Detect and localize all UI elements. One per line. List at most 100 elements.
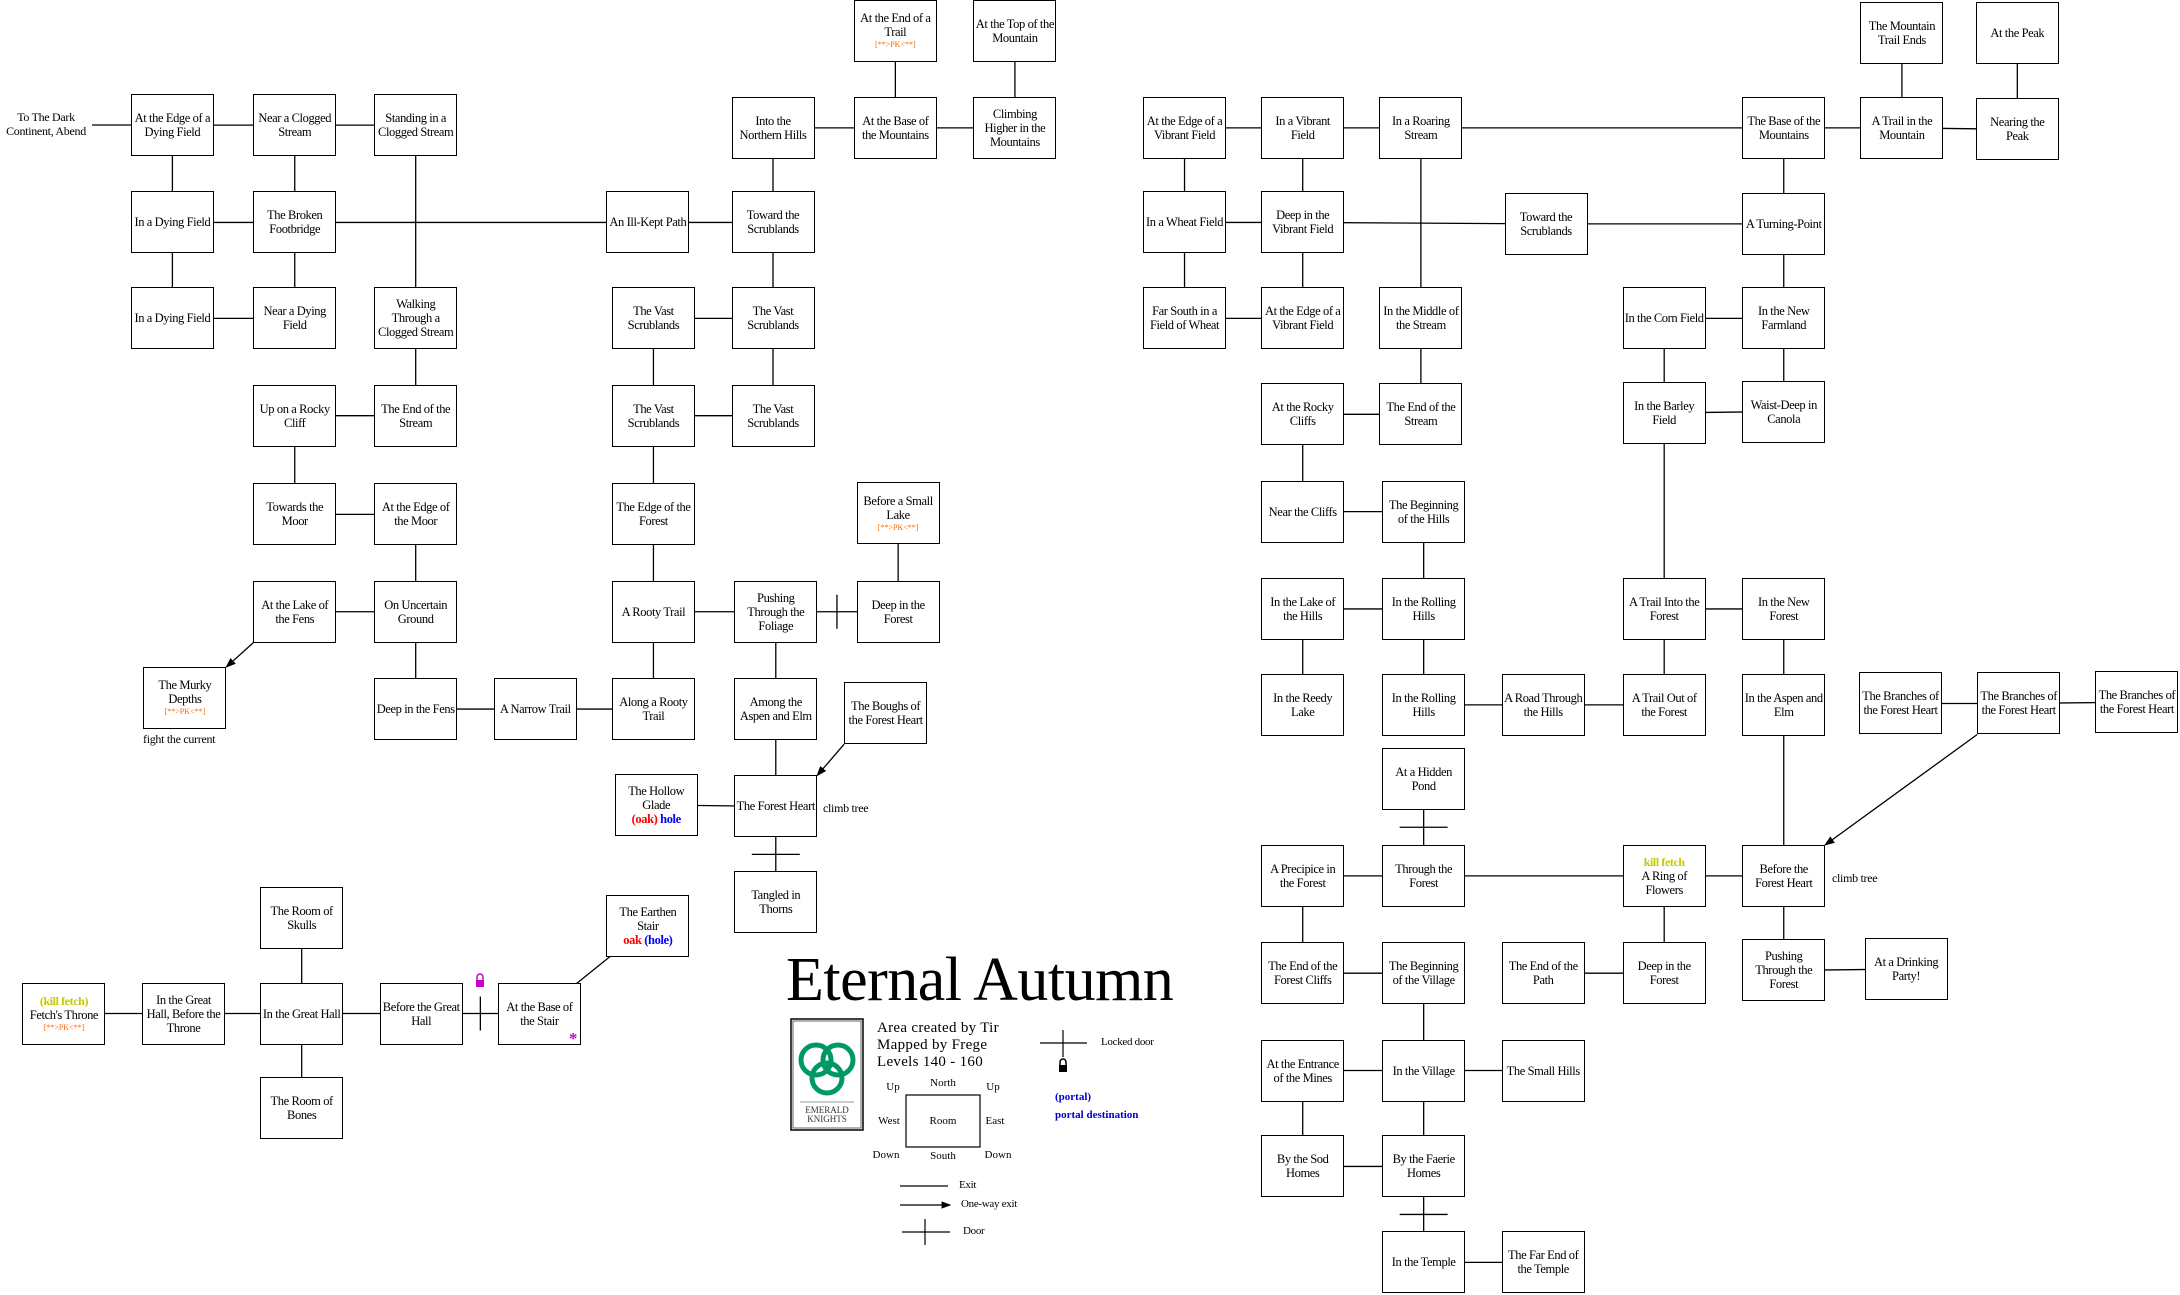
room-uncertain[interactable]: On Uncertain Ground bbox=[374, 580, 458, 643]
room-dying2[interactable]: In a Dying Field bbox=[130, 287, 214, 350]
room-far-south[interactable]: Far South in a Field of Wheat bbox=[1143, 287, 1227, 350]
room-branches3[interactable]: The Branches of the Forest Heart bbox=[2095, 671, 2179, 734]
room-murky[interactable]: The Murky Depths[**>PK<**] bbox=[143, 666, 227, 729]
room-standing-clogged[interactable]: Standing in a Clogged Stream bbox=[374, 94, 458, 157]
room-new-farmland[interactable]: In the New Farmland bbox=[1742, 287, 1826, 350]
room-temple[interactable]: In the Temple bbox=[1382, 1231, 1466, 1294]
room-far-temple[interactable]: The Far End of the Temple bbox=[1501, 1231, 1585, 1294]
room-precipice[interactable]: A Precipice in the Forest bbox=[1261, 844, 1345, 907]
room-peak[interactable]: At the Peak bbox=[1975, 2, 2059, 65]
room-turning[interactable]: A Turning-Point bbox=[1742, 192, 1826, 255]
room-northern-hills[interactable]: Into the Northern Hills bbox=[731, 96, 815, 159]
room-great-hall-throne[interactable]: In the Great Hall, Before the Throne bbox=[142, 982, 226, 1045]
room-vast4[interactable]: The Vast Scrublands bbox=[731, 384, 815, 447]
room-aspen-elm-l[interactable]: Among the Aspen and Elm bbox=[734, 678, 818, 741]
room-base-mountains-r[interactable]: The Base of the Mountains bbox=[1742, 96, 1826, 159]
room-rooty-trail[interactable]: A Rooty Trail bbox=[611, 580, 695, 643]
room-vast2[interactable]: The Vast Scrublands bbox=[731, 287, 815, 350]
room-lake-hills[interactable]: In the Lake of the Hills bbox=[1261, 577, 1345, 640]
room-barley[interactable]: In the Barley Field bbox=[1622, 381, 1706, 444]
room-nearing-peak[interactable]: Nearing the Peak bbox=[1975, 98, 2059, 161]
room-deep-vibrant[interactable]: Deep in the Vibrant Field bbox=[1261, 191, 1345, 254]
room-near-cliffs[interactable]: Near the Cliffs bbox=[1261, 480, 1345, 543]
room-tangled[interactable]: Tangled in Thorns bbox=[734, 871, 818, 934]
room-corn[interactable]: In the Corn Field bbox=[1622, 287, 1706, 350]
room-rocky-cliffs[interactable]: At the Rocky Cliffs bbox=[1261, 383, 1345, 446]
room-near-dying[interactable]: Near a Dying Field bbox=[253, 287, 337, 350]
room-end-path[interactable]: The End of the Path bbox=[1501, 942, 1585, 1005]
room-edge-vibrant1[interactable]: At the Edge of a Vibrant Field bbox=[1143, 96, 1227, 159]
room-vast3[interactable]: The Vast Scrublands bbox=[611, 384, 695, 447]
room-branches2[interactable]: The Branches of the Forest Heart bbox=[1977, 672, 2061, 735]
dark-continent-exit-label[interactable]: To The Dark Continent, Abend bbox=[6, 110, 86, 138]
room-aspen-elm-r[interactable]: In the Aspen and Elm bbox=[1742, 673, 1826, 736]
room-roaring[interactable]: In a Roaring Stream bbox=[1379, 96, 1463, 159]
room-pushing-forest[interactable]: Pushing Through the Forest bbox=[1742, 939, 1826, 1002]
room-illkept[interactable]: An Ill-Kept Path bbox=[606, 191, 690, 254]
room-along-rooty[interactable]: Along a Rooty Trail bbox=[611, 678, 695, 741]
room-deep-fens[interactable]: Deep in the Fens bbox=[374, 678, 458, 741]
room-faerie-homes[interactable]: By the Faerie Homes bbox=[1382, 1135, 1466, 1198]
room-towards-moor[interactable]: Towards the Moor bbox=[253, 483, 337, 546]
room-toward-scrub-r[interactable]: Toward the Scrublands bbox=[1504, 192, 1588, 255]
room-edge-moor[interactable]: At the Edge of the Moor bbox=[374, 483, 458, 546]
room-lake-fens[interactable]: At the Lake of the Fens bbox=[253, 580, 337, 643]
room-pushing-foliage[interactable]: Pushing Through the Foliage bbox=[734, 580, 818, 643]
room-walking-clogged[interactable]: Walking Through a Clogged Stream bbox=[374, 287, 458, 350]
room-base-stair[interactable]: At the Base of the Stair* bbox=[497, 982, 581, 1047]
room-footbridge[interactable]: The Broken Footbridge bbox=[253, 191, 337, 254]
room-trail-into[interactable]: A Trail Into the Forest bbox=[1622, 577, 1706, 640]
room-rolling1[interactable]: In the Rolling Hills bbox=[1382, 577, 1466, 640]
room-sod-homes[interactable]: By the Sod Homes bbox=[1261, 1135, 1345, 1198]
room-rocky-cliff[interactable]: Up on a Rocky Cliff bbox=[253, 384, 337, 447]
room-hidden-pond[interactable]: At a Hidden Pond bbox=[1382, 747, 1466, 810]
room-wheat[interactable]: In a Wheat Field bbox=[1143, 191, 1227, 254]
room-village[interactable]: In the Village bbox=[1382, 1039, 1466, 1102]
room-dying1[interactable]: In a Dying Field bbox=[130, 191, 214, 254]
room-new-forest[interactable]: In the New Forest bbox=[1742, 577, 1826, 640]
room-rolling2[interactable]: In the Rolling Hills bbox=[1382, 673, 1466, 736]
room-fetch-throne[interactable]: (kill fetch)Fetch's Throne[**>PK<**] bbox=[22, 982, 106, 1045]
room-boughs[interactable]: The Boughs of the Forest Heart bbox=[844, 682, 928, 745]
room-small-lake[interactable]: Before a Small Lake[**>PK<**] bbox=[856, 482, 940, 545]
room-narrow-trail[interactable]: A Narrow Trail bbox=[493, 678, 577, 741]
room-vibrant[interactable]: In a Vibrant Field bbox=[1261, 96, 1345, 159]
room-toward-scrub-l[interactable]: Toward the Scrublands bbox=[731, 191, 815, 254]
room-deep-forest-l[interactable]: Deep in the Forest bbox=[856, 580, 940, 643]
room-deep-forest-r[interactable]: Deep in the Forest bbox=[1622, 942, 1706, 1005]
room-begin-hills[interactable]: The Beginning of the Hills bbox=[1382, 480, 1466, 543]
room-end-trail[interactable]: At the End of a Trail[**>PK<**] bbox=[853, 0, 937, 62]
room-trail-out[interactable]: A Trail Out of the Forest bbox=[1622, 673, 1706, 736]
room-through-forest[interactable]: Through the Forest bbox=[1382, 844, 1466, 907]
room-entrance-mines[interactable]: At the Entrance of the Mines bbox=[1261, 1039, 1345, 1102]
room-great-hall[interactable]: In the Great Hall bbox=[260, 982, 344, 1045]
room-edge-vibrant2[interactable]: At the Edge of a Vibrant Field bbox=[1261, 287, 1345, 350]
room-hollow-glade[interactable]: The Hollow Glade(oak) hole bbox=[614, 773, 698, 836]
room-edge-forest[interactable]: The Edge of the Forest bbox=[611, 483, 695, 546]
room-road-hills[interactable]: A Road Through the Hills bbox=[1501, 673, 1585, 736]
room-canola[interactable]: Waist-Deep in Canola bbox=[1742, 380, 1826, 443]
room-near-clogged[interactable]: Near a Clogged Stream bbox=[253, 94, 337, 157]
room-branches1[interactable]: The Branches of the Forest Heart bbox=[1859, 672, 1943, 735]
room-forest-heart[interactable]: The Forest Heart bbox=[734, 775, 818, 838]
room-end-stream-r[interactable]: The End of the Stream bbox=[1379, 383, 1463, 446]
room-edge-dying[interactable]: At the Edge of a Dying Field bbox=[130, 94, 214, 157]
room-small-hills[interactable]: The Small Hills bbox=[1501, 1039, 1585, 1102]
room-vast1[interactable]: The Vast Scrublands bbox=[611, 287, 695, 350]
room-skulls[interactable]: The Room of Skulls bbox=[260, 886, 344, 949]
room-top-mountain[interactable]: At the Top of the Mountain bbox=[973, 0, 1057, 62]
room-climbing[interactable]: Climbing Higher in the Mountains bbox=[973, 96, 1057, 159]
room-drinking[interactable]: At a Drinking Party! bbox=[1864, 938, 1948, 1001]
room-middle-stream[interactable]: In the Middle of the Stream bbox=[1379, 287, 1463, 350]
room-begin-village[interactable]: The Beginning of the Village bbox=[1382, 942, 1466, 1005]
room-mountain-trail-ends[interactable]: The Mountain Trail Ends bbox=[1860, 2, 1944, 65]
room-bones[interactable]: The Room of Bones bbox=[260, 1077, 344, 1140]
room-before-fh[interactable]: Before the Forest Heart bbox=[1742, 844, 1826, 907]
room-end-cliffs[interactable]: The End of the Forest Cliffs bbox=[1261, 942, 1345, 1005]
room-trail-mountain[interactable]: A Trail in the Mountain bbox=[1860, 96, 1944, 159]
room-end-stream-l[interactable]: The End of the Stream bbox=[374, 384, 458, 447]
room-base-mountains-l[interactable]: At the Base of the Mountains bbox=[853, 96, 937, 159]
room-before-great-hall[interactable]: Before the Great Hall bbox=[379, 982, 463, 1045]
